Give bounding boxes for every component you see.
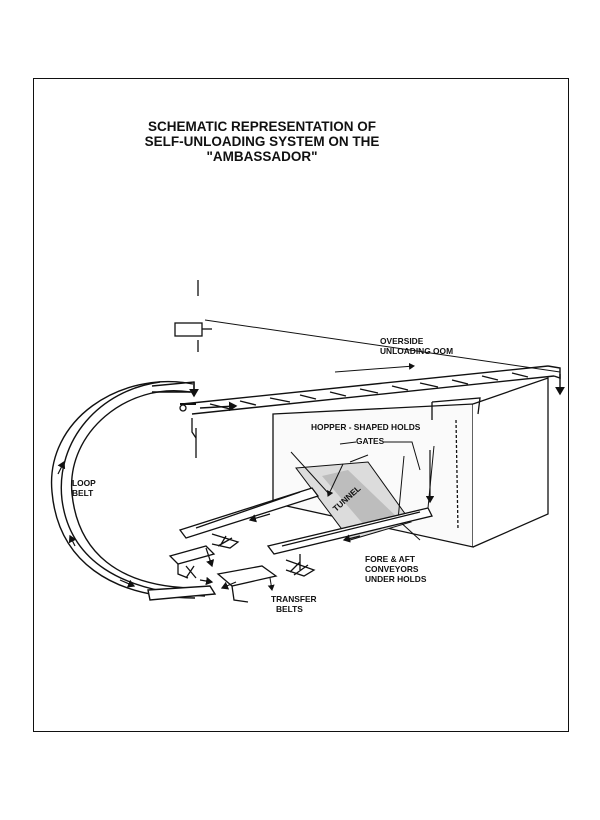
- title-line-2: SELF-UNLOADING SYSTEM ON THE: [144, 134, 380, 149]
- label-fore-aft: FORE & AFT: [365, 554, 416, 564]
- loop-belt: [50, 380, 217, 601]
- label-hopper-holds: HOPPER - SHAPED HOLDS: [311, 422, 421, 432]
- title-line-3: "AMBASSADOR": [206, 149, 318, 164]
- leader-lines: [339, 441, 421, 471]
- label-belt: BELT: [72, 488, 94, 498]
- label-belts: BELTS: [276, 604, 303, 614]
- label-under-holds: UNDER HOLDS: [365, 574, 427, 584]
- title-line-1: SCHEMATIC REPRESENTATION OF: [147, 119, 376, 134]
- label-gates: GATES: [356, 436, 385, 446]
- fore-aft-conveyors: [178, 445, 435, 577]
- label-overside: OVERSIDE: [380, 336, 424, 346]
- diagram-frame: SCHEMATIC REPRESENTATION OF SELF-UNLOADI…: [33, 78, 569, 732]
- label-loop: LOOP: [72, 478, 96, 488]
- label-unloading-boom: UNLOADING OOM: [380, 346, 453, 356]
- diagram-title: SCHEMATIC REPRESENTATION OF SELF-UNLOADI…: [0, 119, 530, 164]
- transfer-belts: [168, 545, 278, 603]
- label-conveyors: CONVEYORS: [365, 564, 419, 574]
- boom-pivot: [174, 280, 415, 458]
- label-transfer: TRANSFER: [271, 594, 317, 604]
